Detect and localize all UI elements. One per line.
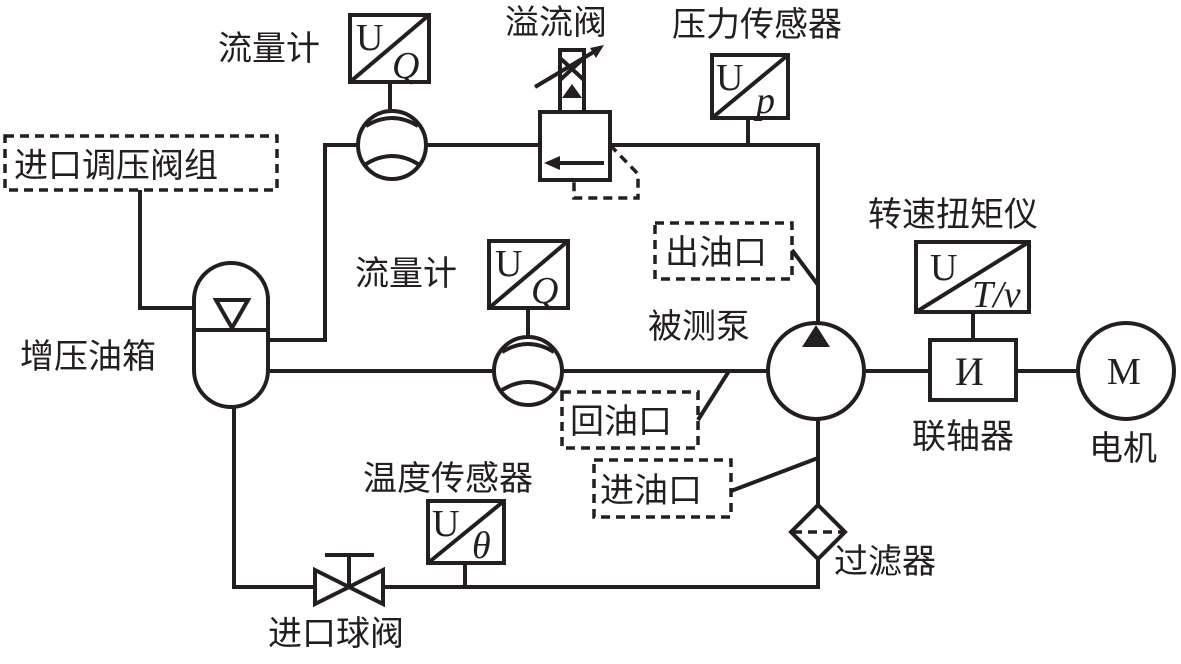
leader-return-port xyxy=(696,369,731,422)
pipelines xyxy=(138,82,1078,589)
transducer-input: U xyxy=(930,247,957,289)
motor-icon xyxy=(1076,321,1176,421)
inlet-pressure-valve-group: 进口调压阀组 xyxy=(3,134,279,192)
flowmeter-icon xyxy=(492,335,564,407)
pipe-bottom-valve-to-filter xyxy=(383,560,820,589)
transducer-output: p xyxy=(753,80,775,122)
inlet-port: 进油口 xyxy=(592,458,733,519)
temperature-sensor: 温度传感器 U θ xyxy=(363,459,533,567)
flowmeter-top-label: 流量计 xyxy=(218,29,320,69)
coupling: И 联轴器 xyxy=(912,338,1018,457)
pressure-sensor-label: 压力传感器 xyxy=(672,5,842,45)
inlet-pressure-valve-group-label: 进口调压阀组 xyxy=(14,146,218,186)
transducer-output: T/v xyxy=(972,274,1021,316)
boost-tank-label: 增压油箱 xyxy=(20,337,156,377)
transducer-output: Q xyxy=(392,45,419,87)
outlet-port-label: 出油口 xyxy=(665,233,767,273)
transducer-input: U xyxy=(432,503,459,545)
transducer-output: θ xyxy=(472,525,491,567)
flowmeter-mid-transducer: U Q xyxy=(487,239,570,312)
pipe-top-valve-to-pump xyxy=(610,143,820,325)
boost-tank: 增压油箱 xyxy=(20,261,270,409)
return-port: 回油口 xyxy=(560,390,700,450)
leader-outlet-port xyxy=(790,248,820,287)
temperature-sensor-label: 温度传感器 xyxy=(363,459,533,499)
coupling-label: 联轴器 xyxy=(912,417,1014,457)
coupling-icon: И xyxy=(955,349,984,394)
flowmeter-top-transducer: U Q xyxy=(348,13,431,87)
transducer-input: U xyxy=(356,17,383,59)
filter-label: 过滤器 xyxy=(834,542,936,582)
flowmeter-icon xyxy=(356,109,428,181)
return-port-label: 回油口 xyxy=(570,402,672,442)
motor-symbol: M xyxy=(1107,351,1141,393)
valve-icon xyxy=(313,566,354,608)
pipe-bottom-tank-down xyxy=(232,408,315,589)
liquid-level-icon xyxy=(212,298,252,333)
inlet-port-label: 进油口 xyxy=(600,471,702,511)
inlet-ball-valve: 进口球阀 xyxy=(268,553,404,654)
filter-icon xyxy=(788,502,848,562)
pressure-sensor: 压力传感器 U p xyxy=(672,5,842,122)
pump-icon xyxy=(766,321,866,421)
flowmeter-mid: 流量计 xyxy=(355,254,564,407)
speed-torque-meter: 转速扭矩仪 U T/v xyxy=(868,195,1038,316)
pump-under-test: 被测泵 xyxy=(648,307,866,421)
transducer-output: Q xyxy=(531,270,558,312)
inlet-ball-valve-label: 进口球阀 xyxy=(268,614,404,654)
motor-label: 电机 xyxy=(1089,429,1157,469)
motor: M 电机 xyxy=(1076,321,1176,469)
transducer-input: U xyxy=(495,243,522,285)
speed-torque-meter-label: 转速扭矩仪 xyxy=(868,195,1038,235)
relief-valve: 溢流阀 xyxy=(505,3,640,200)
filter: 过滤器 xyxy=(788,502,936,582)
leader-inlet-port xyxy=(730,456,819,493)
relief-valve-label: 溢流阀 xyxy=(505,3,607,43)
transducer-input: U xyxy=(716,57,743,99)
flowmeter-mid-label: 流量计 xyxy=(355,254,457,294)
pipe-top-riser xyxy=(270,143,358,342)
pump-under-test-label: 被测泵 xyxy=(648,307,750,347)
flowmeter-top: 流量计 xyxy=(218,29,428,181)
outlet-port: 出油口 xyxy=(653,221,794,281)
pipe-valve-group-to-tank xyxy=(138,190,194,310)
